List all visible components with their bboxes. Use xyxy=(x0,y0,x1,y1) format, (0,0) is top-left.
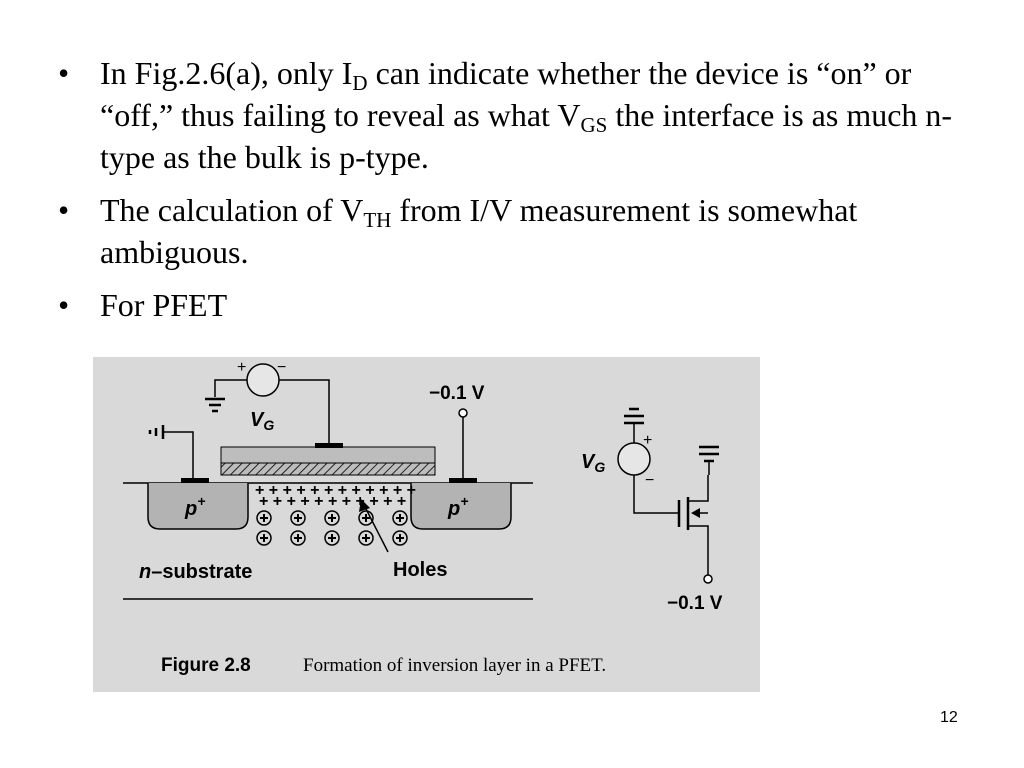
bullet-text: the interface is as much n-type as the b… xyxy=(100,97,953,175)
figure-caption-text: Formation of inversion layer in a PFET. xyxy=(303,655,606,676)
gate-hatched xyxy=(220,462,436,476)
p-plus-region-left xyxy=(147,483,249,530)
drain-contact xyxy=(449,478,477,483)
p-plus-label-left: p+ xyxy=(184,493,205,520)
bullet-item: • The calculation of VTH from I/V measur… xyxy=(58,189,978,273)
svg-text:+ + + + + + + + + + +: + + + + + + + + + + + xyxy=(259,493,406,510)
bullet-text: can indicate whether the device is “on” … xyxy=(100,55,912,133)
bullet-item: • In Fig.2.6(a), only ID can indicate wh… xyxy=(58,52,978,178)
bullet-text: For PFET xyxy=(100,287,228,323)
pfet-schematic xyxy=(617,407,719,584)
source-plus-sign: + xyxy=(237,359,246,376)
source-minus-sign: − xyxy=(277,359,286,376)
p-plus-region-right xyxy=(410,483,512,530)
bullet-text: The calculation of V xyxy=(100,192,364,228)
bullet-item: • For PFET xyxy=(58,284,978,326)
bullet-dot: • xyxy=(58,55,70,91)
gate-wire xyxy=(279,379,330,443)
vg-ground-wire xyxy=(214,379,247,397)
subscript: D xyxy=(352,71,368,95)
vg-right-minus: − xyxy=(645,472,654,489)
substrate-label: n–substrate xyxy=(139,561,252,583)
svg-text:+ + + + + + + + + + + +: + + + + + + + + + + + + xyxy=(255,482,416,499)
drain-voltage-label-bottom: −0.1 V xyxy=(667,593,723,614)
vg-label-left: VG xyxy=(250,409,274,433)
bullet-text: In Fig.2.6(a), only I xyxy=(100,55,353,91)
p-plus-label-right: p+ xyxy=(447,493,468,520)
vg-right-plus: + xyxy=(643,432,652,449)
gate-electrode xyxy=(220,446,436,464)
bullet-list: • In Fig.2.6(a), only ID can indicate wh… xyxy=(58,52,978,337)
inversion-holes: + + + + + + + + + + + + + + + + + + + + … xyxy=(255,482,416,510)
pfet-diagram: + − VG −0.1 V p+ p+ + + + + + + + + + + … xyxy=(123,359,723,676)
figure-caption-label: Figure 2.8 xyxy=(161,655,251,676)
subscript: GS xyxy=(580,113,608,137)
bullet-text: from I/V measurement is somewhat ambiguo… xyxy=(100,192,858,270)
subscript: TH xyxy=(363,208,392,232)
donor-ions xyxy=(256,510,408,546)
bullet-dot: • xyxy=(58,192,70,228)
vg-source-left xyxy=(246,363,280,397)
bullet-dot: • xyxy=(58,287,70,323)
drain-voltage-label-top: −0.1 V xyxy=(429,383,485,404)
slide-number: 12 xyxy=(940,709,958,726)
holes-arrow xyxy=(364,506,389,553)
vg-label-right: VG xyxy=(581,451,605,475)
gate-contact xyxy=(315,443,343,448)
pfet-figure: + − VG −0.1 V p+ p+ + + + + + + + + + + … xyxy=(93,357,760,692)
pfet-arrow xyxy=(691,508,700,518)
source-wire xyxy=(163,431,194,478)
holes-label: Holes xyxy=(393,559,447,581)
source-contact xyxy=(181,478,209,483)
drain-terminal xyxy=(458,408,468,418)
